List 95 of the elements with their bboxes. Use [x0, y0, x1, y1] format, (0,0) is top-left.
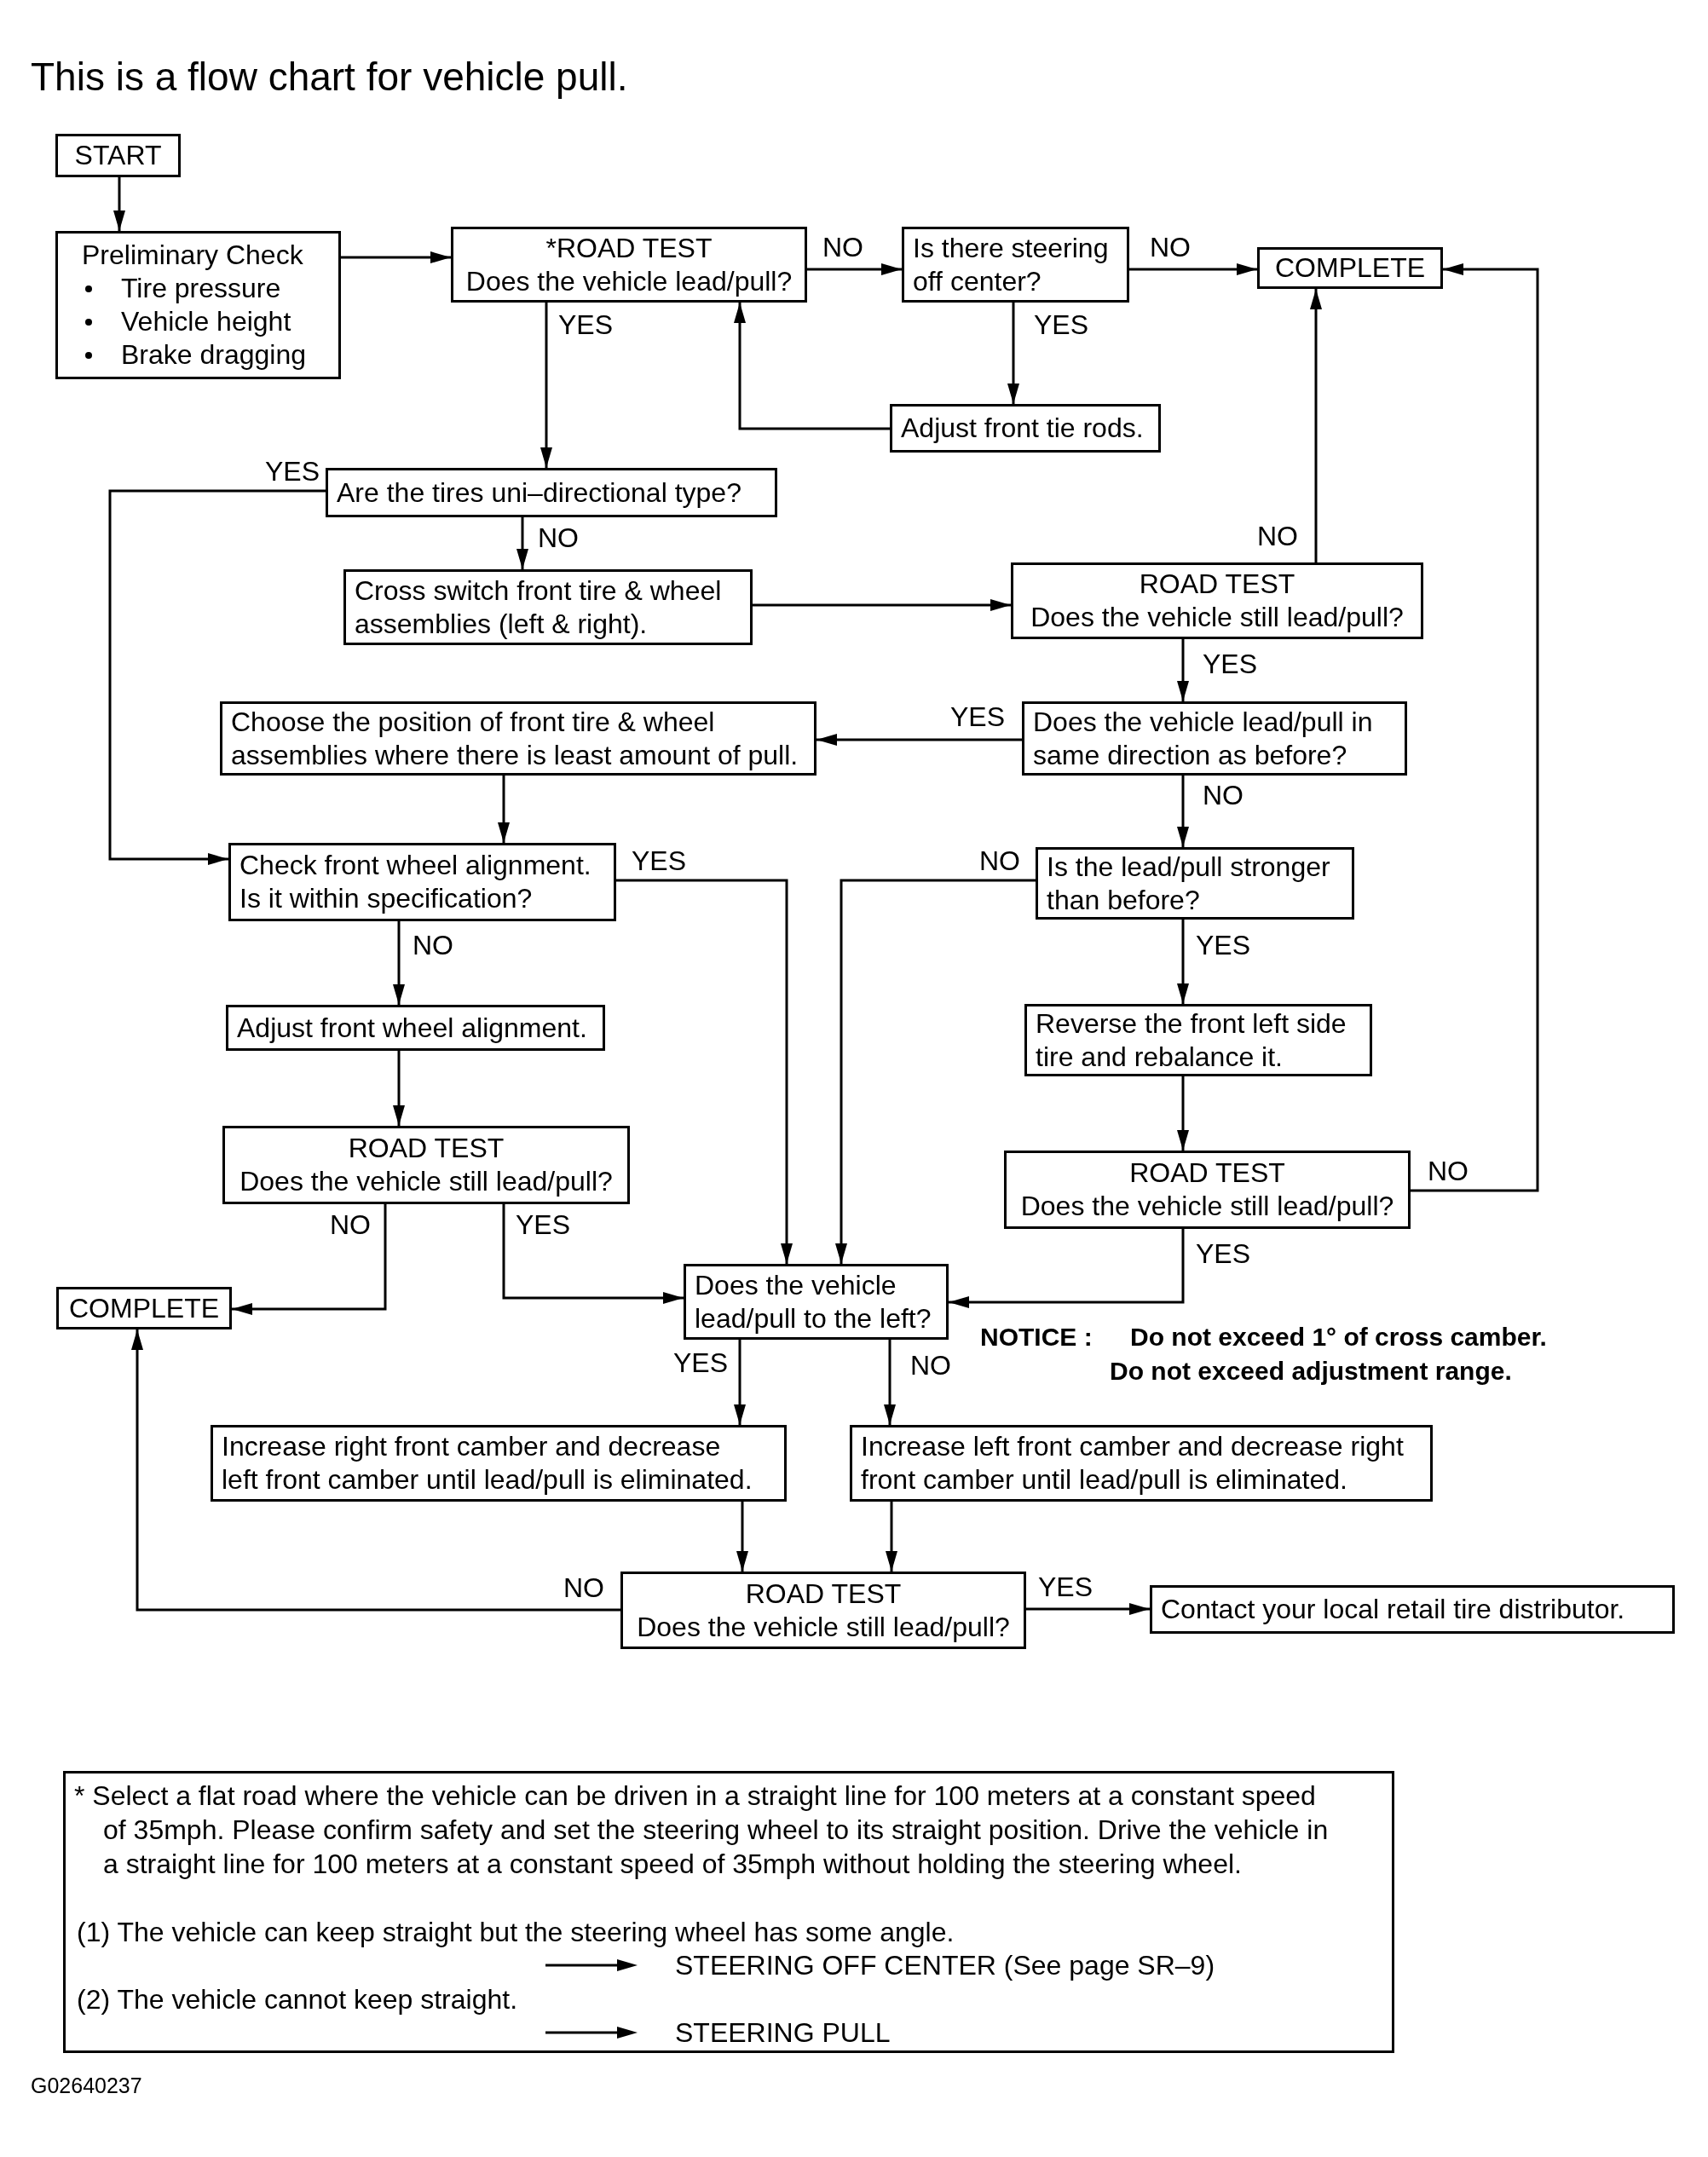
- process-box: [211, 1425, 787, 1502]
- box-text: COMPLETE: [1275, 251, 1425, 285]
- box-text: Does the vehicle still lead/pull?: [637, 1610, 1010, 1644]
- arrow: [886, 1502, 897, 1572]
- arrow: [816, 734, 1022, 746]
- decision-box: [620, 1572, 1026, 1649]
- process-box: [55, 231, 341, 379]
- decision-box: [451, 227, 807, 303]
- box-text: Does the vehicle lead/pull?: [465, 264, 793, 298]
- box-heading: Preliminary Check: [82, 239, 303, 272]
- decision-box: [1022, 701, 1407, 776]
- arrow: [734, 303, 890, 430]
- arrow: [835, 879, 1036, 1264]
- diagram-title: This is a flow chart for vehicle pull.: [31, 54, 628, 101]
- footnote-box: [63, 1771, 1394, 2053]
- notice-text: NOTICE :: [980, 1322, 1093, 1352]
- process-box: [1024, 1004, 1372, 1076]
- decision-box: [1011, 562, 1423, 639]
- box-heading: ROAD TEST: [348, 1132, 505, 1165]
- box-heading: *ROAD TEST: [545, 231, 713, 265]
- arrow: [516, 517, 528, 569]
- footnote-condition: (2) The vehicle cannot keep straight.: [77, 1983, 518, 2016]
- arrow: [1007, 303, 1019, 404]
- arrow: [1177, 639, 1189, 701]
- box-text: START: [74, 139, 162, 172]
- box-text: Are the tires uni–directional type?: [337, 476, 741, 510]
- arrow: [736, 1502, 748, 1572]
- decision-box: [1004, 1151, 1411, 1229]
- process-box: [850, 1425, 1433, 1502]
- end-box: [56, 1287, 232, 1329]
- decision-box: [228, 843, 616, 921]
- process-box: [343, 569, 753, 645]
- box-heading: ROAD TEST: [1129, 1156, 1285, 1190]
- arrow: [1177, 776, 1189, 847]
- arrow: [884, 1340, 896, 1425]
- arrow: [734, 1340, 746, 1425]
- arrow: [232, 1204, 387, 1315]
- decision-box: [684, 1264, 949, 1340]
- bullet-text: Tire pressure: [121, 272, 281, 305]
- arrow: [753, 599, 1011, 611]
- notice-text: Do not exceed 1° of cross camber.: [1130, 1322, 1547, 1352]
- box-text: Contact your local retail tire distributor.: [1161, 1593, 1625, 1626]
- arrow: [1177, 920, 1189, 1004]
- end-box: [1257, 247, 1443, 289]
- figure-code: G02640237: [31, 2073, 142, 2098]
- box-text: Adjust front tie rods.: [901, 412, 1144, 445]
- footnote-condition: (1) The vehicle can keep straight but the steering wheel has some angle.: [77, 1916, 955, 1949]
- arrow: [341, 251, 451, 263]
- box-text: Is there steering off center?: [913, 231, 1110, 298]
- box-text: Does the vehicle still lead/pull?: [1030, 601, 1404, 634]
- decision-box: [222, 1126, 630, 1204]
- footnote-result: STEERING OFF CENTER (See page SR–9): [675, 1949, 1215, 1982]
- bullet-text: Vehicle height: [121, 305, 291, 338]
- start-box: [55, 134, 181, 177]
- decision-box: [1036, 847, 1354, 920]
- process-box: [1150, 1585, 1675, 1634]
- box-heading: ROAD TEST: [745, 1577, 902, 1611]
- arrow: [1129, 263, 1257, 275]
- arrow: [1177, 1076, 1189, 1151]
- bullet-text: Brake dragging: [121, 338, 307, 372]
- arrow: [807, 263, 902, 275]
- notice-text: Do not exceed adjustment range.: [1110, 1356, 1512, 1387]
- box-heading: ROAD TEST: [1139, 568, 1295, 601]
- arrow: [393, 921, 405, 1005]
- process-box: [890, 404, 1161, 453]
- arrow: [108, 489, 326, 865]
- box-text: Increase left front camber and decrease right front camber until lead/pull is eliminated.: [861, 1430, 1405, 1497]
- arrow: [1026, 1603, 1150, 1615]
- arrow: [498, 776, 510, 843]
- decision-box: [902, 227, 1129, 303]
- process-box: [226, 1005, 605, 1051]
- footnote-text: * Select a flat road where the vehicle can be driven in a straight line for 100 meters at a constant speed of 35mph. Please confirm safety and set the steering wheel to its straight position. Drive the vehicle in a straight line for 100 meters at a constant speed of 35mph without holding the steering wheel.: [74, 1779, 1330, 1881]
- box-text: Does the vehicle lead/pull to the left?: [695, 1268, 932, 1335]
- box-text: COMPLETE: [69, 1291, 219, 1325]
- box-text: Adjust front wheel alignment.: [237, 1011, 587, 1045]
- arrow: [1310, 289, 1322, 562]
- arrow: [1411, 263, 1539, 1192]
- decision-box: [326, 468, 777, 517]
- box-text: Cross switch front tire & wheel assemblies (left & right).: [355, 574, 723, 641]
- arrow: [502, 1204, 684, 1304]
- box-text: Does the vehicle still lead/pull?: [239, 1165, 613, 1198]
- arrow: [113, 177, 125, 231]
- arrow: [131, 1329, 620, 1612]
- arrow: [393, 1051, 405, 1126]
- box-text: Increase right front camber and decrease left front camber until lead/pull is eliminated.: [222, 1430, 753, 1497]
- arrow: [540, 303, 552, 468]
- box-text: Does the vehicle lead/pull in same direction as before?: [1033, 705, 1374, 772]
- box-text: Is the lead/pull stronger than before?: [1047, 850, 1331, 917]
- box-text: Check front wheel alignment. Is it within specification?: [239, 849, 592, 915]
- footnote-result: STEERING PULL: [675, 2016, 891, 2050]
- box-text: Does the vehicle still lead/pull?: [1020, 1190, 1394, 1223]
- arrow: [949, 1229, 1185, 1308]
- arrow: [616, 879, 793, 1264]
- box-text: Reverse the front left side tire and rebalance it.: [1036, 1006, 1347, 1074]
- box-text: Choose the position of front tire & wheel assemblies where there is least amount of pull.: [231, 705, 799, 772]
